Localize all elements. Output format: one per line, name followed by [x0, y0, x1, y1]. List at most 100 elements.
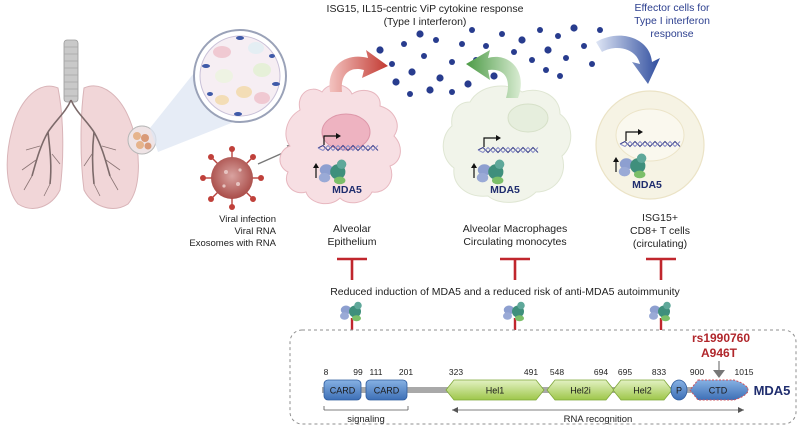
cytokine-dot — [543, 67, 549, 73]
cytokine-dot — [518, 36, 526, 44]
tcell-label-1: ISG15+ — [642, 212, 678, 224]
tcell-label-3: (circulating) — [633, 238, 687, 250]
virus-label-1: Viral infection — [219, 214, 276, 225]
inhibition-bars-top — [337, 257, 676, 280]
card-domain-2: CARD — [365, 379, 408, 401]
card-domain-1: CARD — [323, 379, 362, 401]
card-blob — [649, 312, 658, 320]
hel2-blob — [515, 315, 524, 322]
promoter-arrowhead — [638, 129, 643, 135]
tcell-label-2: CD8+ T cells — [630, 225, 690, 237]
hel2-domain: Hel2 — [612, 379, 673, 401]
cytokine-dot — [483, 43, 489, 49]
cytokine-dot — [392, 78, 400, 86]
mda5-protein-icon — [318, 159, 347, 185]
cytokine-dot — [529, 57, 535, 63]
signaling-bracket — [323, 406, 409, 411]
dna-strand — [477, 146, 539, 154]
promoter-arrow — [483, 137, 496, 147]
dna-strand — [619, 140, 681, 148]
cytokine-response-subtitle: (Type I interferon) — [384, 16, 467, 28]
card-blob — [503, 305, 515, 315]
effector-label-3: response — [650, 28, 693, 40]
ctd-domain: CTD — [689, 379, 749, 401]
macrophage-label-2: Circulating monocytes — [463, 236, 566, 248]
hel2i-domain: Hel2i — [546, 379, 615, 401]
upregulation-arrowhead — [313, 163, 319, 168]
reduced-induction-text: Reduced induction of MDA5 and a reduced … — [330, 286, 680, 298]
dna-strand — [317, 144, 379, 152]
macrophage-cell — [442, 85, 572, 203]
virus-labels: Viral infection Viral RNA Exosomes with … — [189, 214, 276, 249]
card-blob — [503, 312, 512, 320]
upregulation-arrowhead — [471, 163, 477, 168]
blue-curved-arrow — [596, 35, 660, 84]
cytokine-dot — [581, 43, 587, 49]
snp-arrow — [713, 361, 725, 378]
promoter-arrow — [323, 135, 336, 145]
lungs-illustration — [6, 39, 157, 209]
cytokine-dot — [511, 49, 517, 55]
cytokine-dot — [401, 41, 407, 47]
cytokine-dot — [433, 37, 439, 43]
cytokine-dot — [469, 27, 475, 33]
pos-hel1-end: 491 — [524, 367, 538, 377]
pos-hel2i-start: 548 — [550, 367, 564, 377]
cytokine-dot — [537, 27, 543, 33]
ctd-blob — [517, 301, 525, 310]
ctd-blob — [336, 159, 347, 170]
effector-label-1: Effector cells for — [634, 2, 710, 14]
dna-strand — [317, 144, 379, 152]
promoter-arrowhead — [496, 135, 501, 141]
card-blob — [340, 305, 352, 315]
cytokine-dot — [421, 53, 427, 59]
p-label: P — [676, 386, 682, 396]
pos-hel2-start: 695 — [618, 367, 632, 377]
mda5-protein-icon — [649, 301, 671, 322]
dna-strand — [619, 140, 681, 148]
protein-panel — [289, 329, 797, 425]
cytokine-response-title: ISG15, IL15-centric ViP cytokine respons… — [327, 3, 524, 15]
cytokine-dot — [557, 73, 563, 79]
pos-card2-start: 111 — [370, 367, 383, 377]
cytokine-dot — [563, 55, 569, 61]
hel2i-label: Hel2i — [570, 386, 591, 396]
mda5-protein-icon — [618, 153, 647, 179]
cytokine-dot — [426, 86, 434, 94]
promoter-arrowhead — [336, 133, 341, 139]
domain-positions: 8 99 111 201 323 491 548 694 695 833 900… — [324, 367, 754, 377]
pos-card1-end: 99 — [353, 367, 363, 377]
pos-hel2-end: 833 — [652, 367, 666, 377]
card-label-2: CARD — [374, 386, 400, 396]
ctd-label: CTD — [709, 386, 728, 396]
hel2-blob — [661, 315, 670, 322]
mda5-protein-icon — [503, 301, 525, 322]
card-blob — [476, 172, 489, 183]
cytokine-dot — [416, 30, 424, 38]
pos-hel1-start: 323 — [449, 367, 463, 377]
card-blob — [649, 305, 661, 315]
epithelium-cell — [279, 84, 401, 205]
cytokine-dot — [499, 31, 505, 37]
p-domain: P — [670, 379, 688, 401]
macrophage-label-1: Alveolar Macrophages — [463, 223, 567, 235]
ctd-blob — [663, 301, 671, 310]
cytokine-dot — [490, 72, 498, 80]
hel2-label: Hel2 — [633, 386, 652, 396]
cytokine-dot — [544, 46, 552, 54]
cell-labels: Alveolar Epithelium Alveolar Macrophages… — [327, 212, 690, 250]
cytokine-dot — [389, 61, 395, 67]
epithelium-label-1: Alveolar — [333, 223, 371, 235]
hel2-blob — [334, 176, 346, 185]
pos-card2-end: 201 — [399, 367, 413, 377]
dna-strand — [477, 146, 539, 154]
snp-id: rs1990760 — [692, 331, 750, 345]
cytokine-dot — [459, 41, 465, 47]
pos-ctd-end: 1015 — [735, 367, 754, 377]
promoter-arrow — [625, 131, 638, 141]
card-blob — [619, 158, 634, 170]
snp-variant: A946T — [701, 346, 738, 360]
card-blob — [477, 164, 492, 176]
cytokine-dot — [589, 61, 595, 67]
